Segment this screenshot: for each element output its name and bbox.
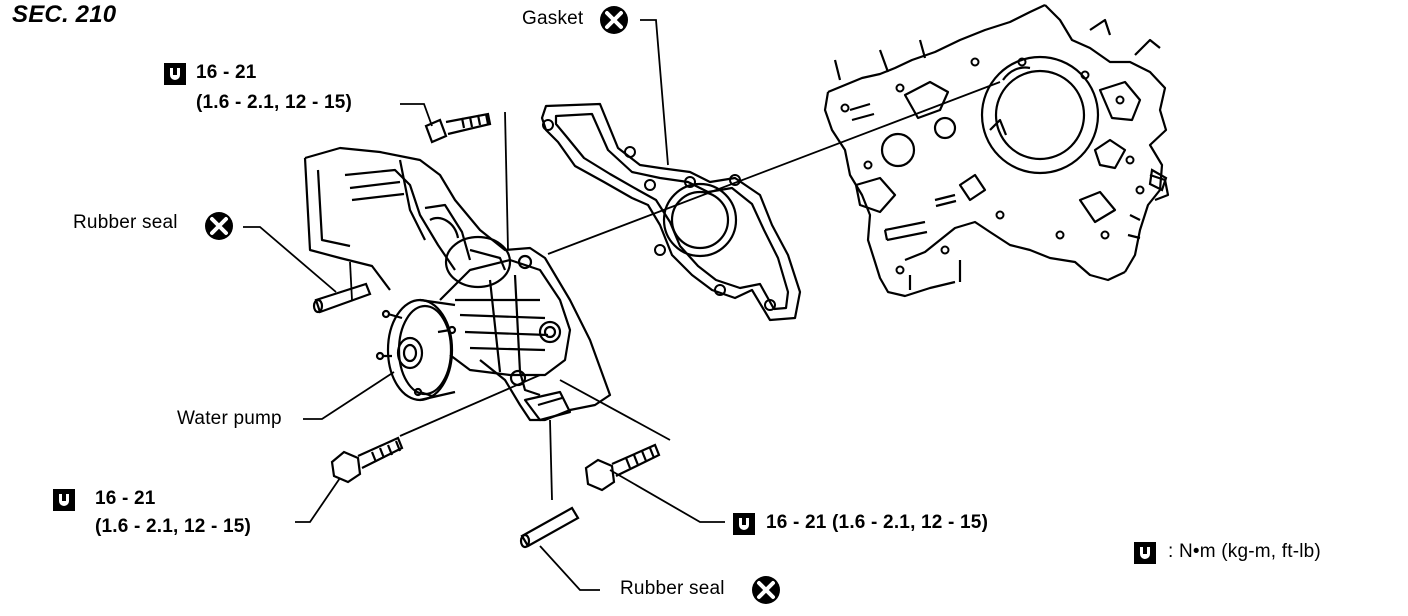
rubber-seal-pin-engine [1148, 168, 1168, 192]
torque-top-line1: 16 - 21 [196, 62, 257, 83]
torque-right-line1: 16 - 21 (1.6 - 2.1, 12 - 15) [766, 512, 989, 533]
torque-wrench-icon [733, 513, 755, 535]
bolt-left [330, 436, 404, 484]
torque-wrench-icon [53, 489, 75, 511]
torque-left-line2: (1.6 - 2.1, 12 - 15) [95, 516, 252, 537]
legend-text: : N•m (kg-m, ft-lb) [1168, 541, 1321, 562]
circle-x-icon [752, 576, 780, 604]
torque-wrench-icon [164, 63, 186, 85]
engine-block-holes [840, 57, 1145, 275]
rubber-seal-pin-bottom [519, 506, 580, 549]
water-pump-part [303, 146, 612, 422]
water-pump-label: Water pump [177, 408, 282, 429]
engine-block [823, 4, 1170, 298]
rubber-seal-bottom-label: Rubber seal [620, 578, 725, 599]
gasket-part [540, 102, 802, 322]
bolt-top [424, 112, 492, 144]
gasket-holes [542, 119, 776, 311]
rubber-seal-pin-left [312, 282, 372, 314]
circle-x-icon [205, 212, 233, 240]
rubber-seal-left-label: Rubber seal [73, 212, 178, 233]
torque-left-line1: 16 - 21 [95, 488, 156, 509]
gasket-label: Gasket [522, 8, 584, 29]
torque-wrench-icon [1134, 542, 1156, 564]
section-number: SEC. 210 [12, 1, 117, 28]
alignment-lines [349, 81, 1001, 501]
bolt-right [584, 443, 661, 492]
leader-lines [243, 19, 725, 591]
circle-x-icon [600, 6, 628, 34]
torque-top-line2: (1.6 - 2.1, 12 - 15) [196, 92, 353, 113]
